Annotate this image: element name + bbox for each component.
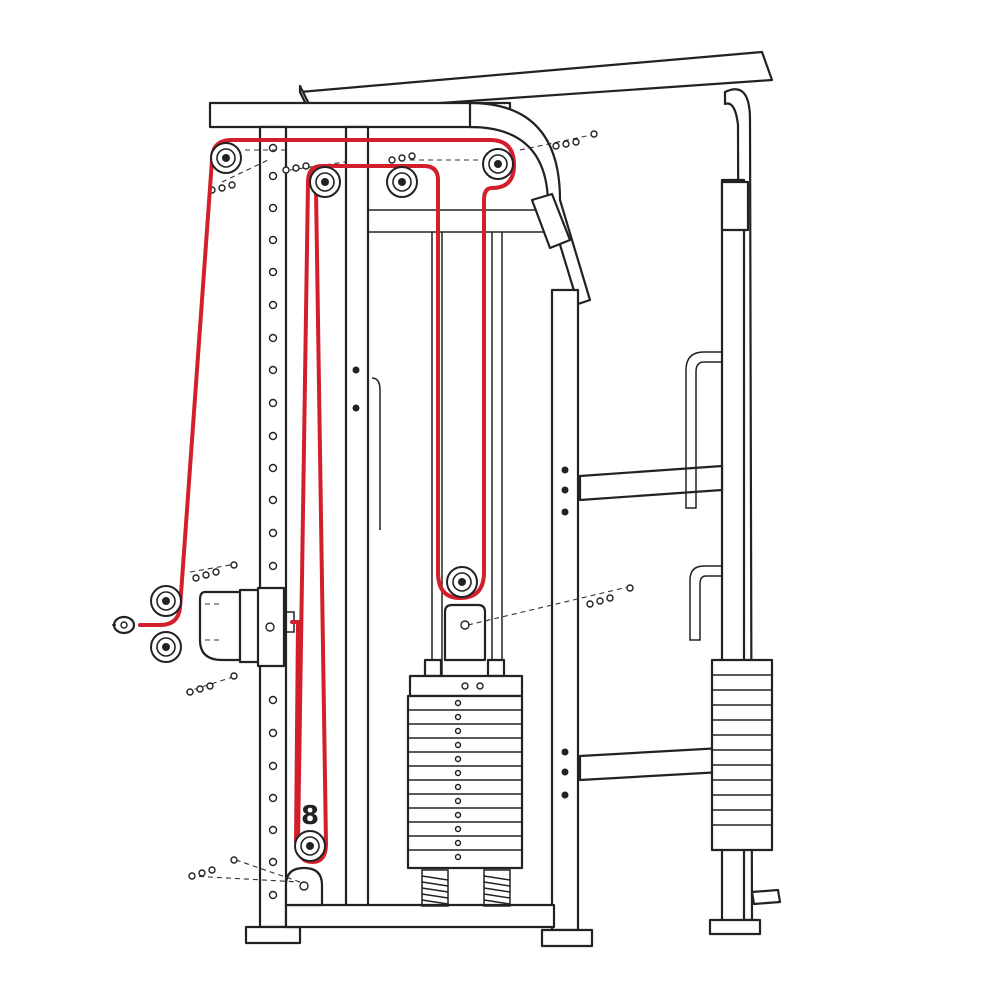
weight-stack <box>406 603 524 870</box>
top-crossbeam <box>208 101 592 306</box>
pulley-top-second <box>309 166 341 198</box>
base-rail <box>284 903 556 929</box>
bumper-springs <box>421 869 511 907</box>
step-number-label: 8 <box>301 801 319 831</box>
right-front-upright <box>530 192 594 948</box>
pulley-weight-floating <box>446 566 478 598</box>
pulley-top-middle <box>386 166 418 198</box>
right-side-frame <box>298 50 782 936</box>
cable-carriage-segment <box>290 620 300 844</box>
pulley-top-right <box>482 148 514 180</box>
pulley-carriage-upper <box>150 585 182 617</box>
pulley-top-left <box>210 142 242 174</box>
pulley-carriage <box>198 586 295 668</box>
back-weight-plates <box>712 674 772 826</box>
upright-adjustment-holes <box>268 143 278 900</box>
guide-column <box>344 125 559 919</box>
pulleys <box>150 142 514 862</box>
pulley-bottom <box>294 830 326 862</box>
left-upright <box>244 125 302 945</box>
weight-plates <box>408 699 522 861</box>
pulley-carriage-lower <box>150 631 182 663</box>
cable-end-clip <box>112 615 136 635</box>
